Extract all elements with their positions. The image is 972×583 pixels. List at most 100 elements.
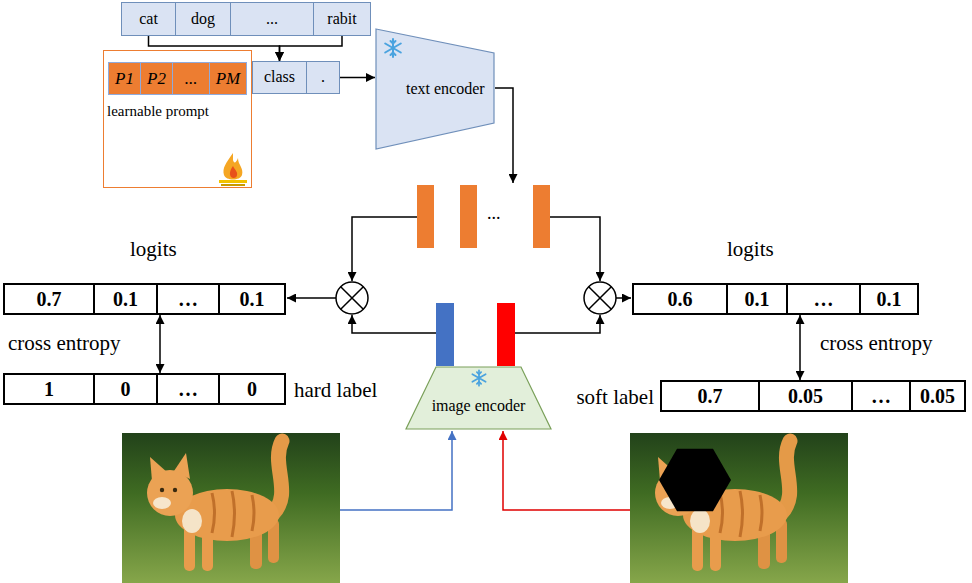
class-box: cat — [121, 2, 176, 36]
cell-value: 0.1 — [745, 288, 770, 311]
cell-value: 0.1 — [877, 288, 902, 311]
photo-masked — [630, 433, 848, 583]
value-cell: 0.1 — [726, 283, 788, 315]
value-cell: 0 — [93, 373, 158, 405]
frozen-icon — [472, 370, 485, 385]
frozen-icon — [391, 41, 396, 55]
flow-arrows — [515, 315, 600, 333]
photo-masked — [659, 449, 731, 511]
value-cell: 0.1 — [93, 283, 158, 315]
prompt-region: learnable promptP1P2...PM — [103, 50, 252, 188]
value-cell: 0.05 — [909, 380, 966, 412]
image-input-line — [340, 431, 452, 510]
value-cell: 0.7 — [660, 380, 760, 412]
value-cell: 0.1 — [859, 283, 919, 315]
connector-arrow — [340, 77, 375, 79]
value-cell: … — [851, 380, 911, 412]
image-features — [436, 303, 515, 366]
encoder-trapezoid: image encoder — [405, 366, 552, 430]
box-label: class — [264, 68, 295, 86]
cell-value: … — [178, 378, 198, 401]
cell-value: 1 — [44, 378, 54, 401]
row-heading: soft label — [576, 385, 654, 409]
prompt-token: P2 — [140, 62, 173, 95]
value-cell: … — [156, 373, 220, 405]
frozen-icon — [385, 39, 401, 57]
box-label: ... — [266, 10, 278, 28]
multiply-symbol — [336, 282, 368, 314]
fire-icon — [221, 184, 245, 186]
ellipsis-label: ... — [487, 203, 501, 224]
prompt-token: ... — [172, 62, 210, 95]
photo-original — [122, 433, 340, 583]
encoder-label: image encoder — [405, 397, 552, 415]
token-label: P2 — [147, 69, 166, 89]
multiply-symbol — [336, 282, 616, 314]
label-row: logits0.70.1…0.1 — [3, 283, 286, 315]
label-row: soft label0.70.05…0.05 — [660, 380, 966, 412]
photo-original — [122, 433, 340, 583]
flow-arrows — [495, 88, 513, 183]
flow-arrows — [550, 217, 600, 281]
image-features — [497, 303, 515, 366]
row-heading: logits — [130, 237, 177, 261]
cell-value: … — [814, 288, 834, 311]
trapezoid-shape — [376, 29, 494, 149]
prompt-token: PM — [209, 62, 247, 95]
token-label: PM — [216, 69, 241, 89]
encoder-label: text encoder — [406, 80, 485, 98]
value-cell: 0.6 — [632, 283, 728, 315]
label-row: logits0.60.1…0.1 — [632, 283, 919, 315]
class-box: dog — [175, 2, 231, 36]
cell-value: 0.7 — [698, 385, 723, 408]
cell-value: 0.1 — [113, 288, 138, 311]
frozen-icon — [472, 370, 485, 385]
flow-arrows — [616, 297, 631, 299]
cell-value: 0.05 — [920, 385, 955, 408]
frozen-icon — [385, 39, 401, 57]
value-cell: 0.1 — [218, 283, 286, 315]
fire-icon — [219, 153, 247, 186]
box-label: rabit — [327, 10, 356, 28]
value-cell: … — [156, 283, 220, 315]
connectors — [149, 36, 801, 380]
cell-value: 0 — [247, 378, 257, 401]
cell-value: 0.05 — [788, 385, 823, 408]
label-row: hard label10…0 — [3, 373, 286, 405]
box-label: . — [321, 68, 325, 86]
fire-icon — [219, 180, 247, 183]
value-cell: 0 — [218, 373, 286, 405]
token-label: ... — [185, 69, 198, 89]
connector-arrow — [159, 315, 161, 373]
fire-icon — [230, 166, 237, 178]
class-box: rabit — [313, 2, 371, 36]
multiply-symbol — [341, 287, 364, 310]
connector-arrow — [799, 315, 801, 380]
class-box: . — [306, 61, 340, 94]
photo-masked — [630, 433, 848, 583]
connector-arrow — [280, 36, 343, 61]
text-features — [417, 185, 550, 248]
value-cell: 0.05 — [758, 380, 853, 412]
row-heading: hard label — [294, 378, 377, 402]
multiply-symbol — [584, 282, 616, 314]
cell-value: 0 — [121, 378, 131, 401]
cell-value: … — [871, 385, 891, 408]
trapezoid-shape — [406, 367, 551, 429]
flow-arrows — [287, 297, 336, 299]
value-cell: 0.7 — [3, 283, 95, 315]
value-cell: … — [786, 283, 861, 315]
frozen-icon — [477, 372, 481, 384]
text-features — [417, 185, 434, 248]
prompt-token: P1 — [108, 62, 141, 95]
cell-value: 0.7 — [37, 288, 62, 311]
box-label: cat — [139, 10, 158, 28]
cell-value: … — [178, 288, 198, 311]
edge-label: cross entropy — [818, 331, 935, 355]
fire-icon — [223, 153, 242, 180]
flow-arrows — [352, 315, 436, 333]
multiply-symbol — [589, 287, 612, 310]
text-features — [533, 185, 550, 248]
